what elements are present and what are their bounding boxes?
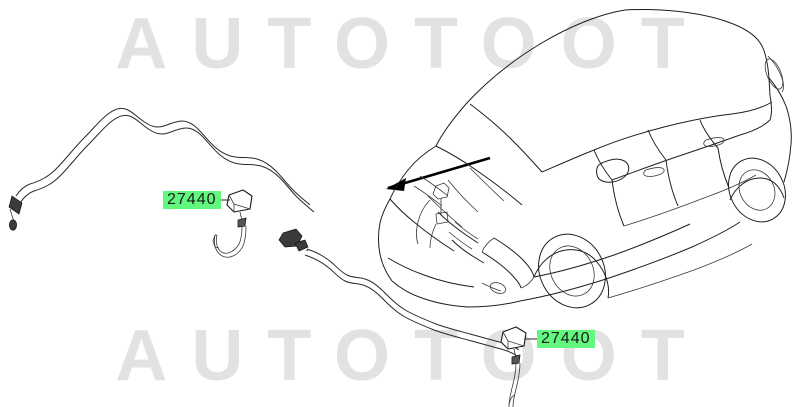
washer-nozzle-left (212, 189, 253, 258)
hose-end-fitting (8, 195, 23, 231)
washer-nozzle-right (500, 326, 527, 407)
part-number-callout-lower[interactable]: 27440 (537, 330, 595, 348)
suv-line-drawing (378, 9, 792, 309)
part-number-callout-upper[interactable]: 27440 (163, 191, 221, 209)
hose-tee-connector (278, 228, 309, 252)
washer-hose-lower (299, 246, 520, 357)
washer-hose-upper (15, 107, 315, 213)
installation-location-arrow (386, 156, 491, 191)
